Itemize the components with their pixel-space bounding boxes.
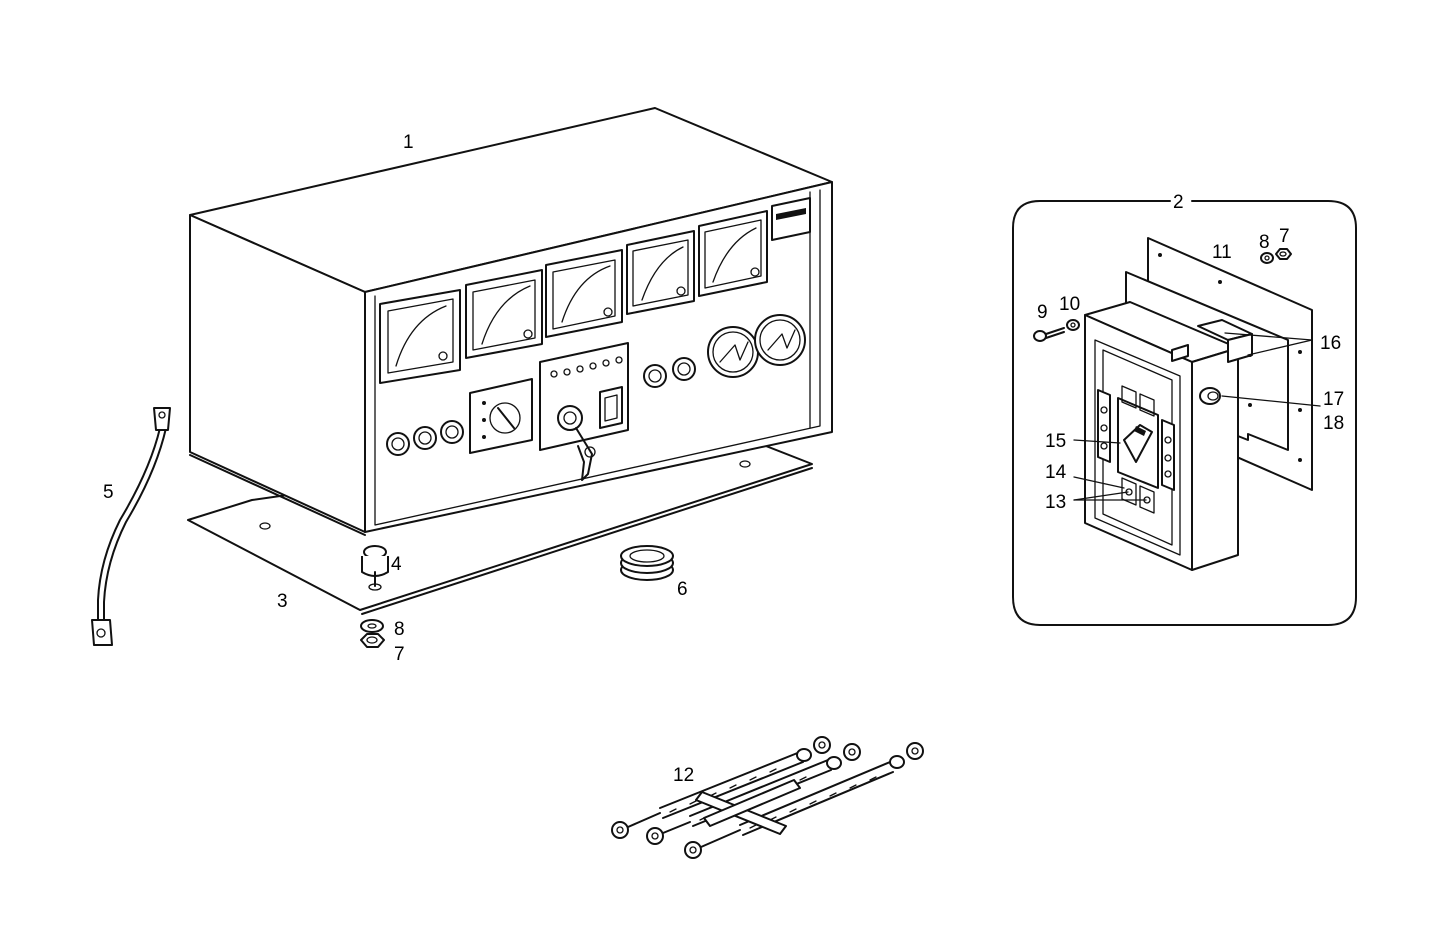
- callout-7-detail: 7: [1279, 226, 1290, 247]
- callout-15: 15: [1045, 431, 1066, 452]
- indicator-lamps-right-icon: [643, 357, 696, 388]
- callout-11: 11: [1212, 242, 1232, 263]
- selector-switch-icon: [469, 378, 533, 454]
- callout-10: 10: [1059, 294, 1080, 315]
- meter-2-icon: [465, 269, 543, 359]
- key-icon: [575, 427, 596, 481]
- nut-icon: [360, 633, 385, 648]
- gauge-right-icon: [754, 314, 806, 366]
- callout-8-detail: 8: [1259, 232, 1270, 253]
- cable-set-icon: [611, 736, 924, 859]
- base-plate-icon: [187, 431, 813, 615]
- meter-3-icon: [545, 249, 623, 338]
- ignition-panel-icon: [539, 342, 629, 451]
- callout-5: 5: [103, 482, 114, 503]
- callout-17: 17: [1323, 389, 1344, 410]
- callout-6: 6: [677, 579, 688, 600]
- meter-1-icon: [379, 289, 461, 384]
- callout-3: 3: [277, 591, 288, 612]
- meter-4-icon: [626, 230, 695, 315]
- washer-detail-icon: [1066, 319, 1080, 331]
- callout-labels: 1 2 3 4 5 6 7 8 12 9 10 11 8 7 16 17 18 …: [103, 132, 1344, 786]
- callout-18: 18: [1323, 413, 1344, 434]
- callout-2: 2: [1173, 192, 1184, 213]
- callout-9: 9: [1037, 302, 1048, 323]
- nameplate-icon: [771, 197, 811, 241]
- callout-7-main: 7: [394, 644, 405, 665]
- circuit-breaker-icon: [1084, 237, 1313, 571]
- callout-14: 14: [1045, 462, 1067, 483]
- callout-8-main: 8: [394, 619, 405, 640]
- washer-icon: [360, 619, 384, 633]
- callout-13: 13: [1045, 492, 1066, 513]
- gauge-left-icon: [707, 326, 759, 378]
- callout-12: 12: [673, 765, 694, 786]
- grommet-icon: [620, 545, 674, 581]
- callout-4: 4: [391, 554, 402, 575]
- leader-lines: [1073, 332, 1321, 501]
- callout-16: 16: [1320, 333, 1341, 354]
- nut-detail-icon: [1275, 248, 1292, 260]
- callout-1: 1: [403, 132, 414, 153]
- indicator-lamps-left-icon: [386, 420, 464, 456]
- washer-detail-2-icon: [1260, 252, 1274, 264]
- screw-icon: [1033, 327, 1065, 342]
- rubber-mount-icon: [361, 545, 389, 591]
- ground-cable-icon: [91, 407, 171, 646]
- control-box-icon: [189, 107, 833, 536]
- meter-5-icon: [698, 210, 768, 297]
- detail-frame: [1012, 200, 1357, 626]
